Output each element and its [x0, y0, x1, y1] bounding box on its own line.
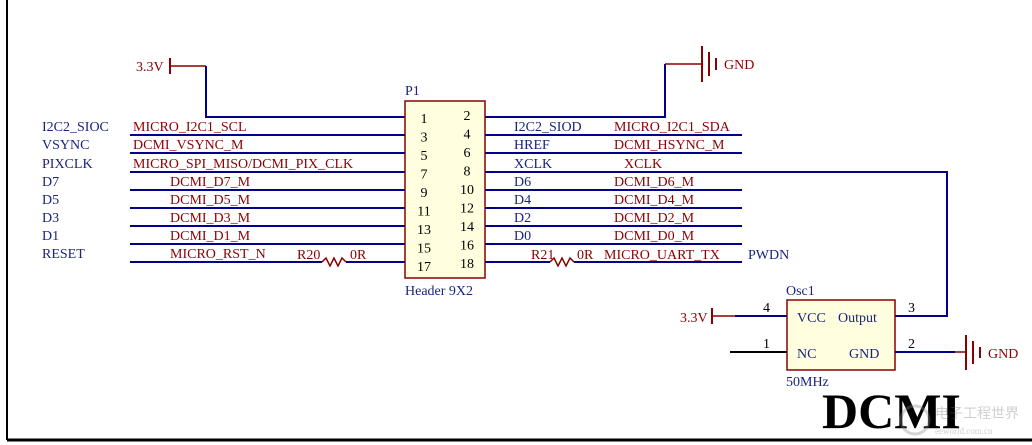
header-pin-number: 18 [460, 257, 474, 272]
osc-pin-num-nc: 1 [763, 337, 770, 352]
right-port-label: I2C2_SIOD [514, 120, 582, 135]
header-pin-number: 11 [417, 205, 430, 220]
header-pin-number: 7 [421, 168, 428, 183]
left-net-label: MICRO_RST_N [170, 247, 266, 262]
power-3v3-label-osc: 3.3V [680, 311, 708, 326]
right-net-label: DCMI_D2_M [614, 211, 695, 226]
header-pin-number: 14 [460, 220, 474, 235]
osc-pin-output-label: Output [838, 311, 877, 326]
sheet-title: DCMI [822, 383, 961, 439]
watermark-logo: 电子工程世界 eeworld.com.cn [899, 404, 1019, 436]
resistor-r21-designator: R21 [531, 248, 554, 263]
power-3v3-top: 3.3V [136, 58, 405, 118]
resistor-r20-value: 0R [350, 248, 367, 263]
header-pin-number: 8 [464, 165, 471, 180]
header-pin-number: 10 [460, 183, 474, 198]
right-net-label: DCMI_HSYNC_M [614, 138, 725, 153]
header-pin-number: 3 [421, 131, 428, 146]
header-pin-number: 4 [464, 128, 471, 143]
pwdn-port-label: PWDN [748, 248, 789, 263]
osc-pin-vcc-label: VCC [797, 311, 826, 326]
right-net-label: XCLK [624, 157, 662, 172]
left-net-label: DCMI_D7_M [170, 175, 251, 190]
osc-pin-num-output: 3 [908, 301, 915, 316]
header-pin-number: 12 [460, 202, 474, 217]
power-3v3-osc: 3.3V [680, 308, 735, 326]
left-port-label: I2C2_SIOC [42, 120, 109, 135]
right-net-labels: MICRO_I2C1_SDA DCMI_HSYNC_M XCLK DCMI_D6_M D… [604, 120, 731, 263]
header-pin-number: 15 [417, 242, 431, 257]
right-port-label: D0 [514, 229, 531, 244]
left-net-label: DCMI_D1_M [170, 229, 251, 244]
power-3v3-label-top: 3.3V [136, 60, 164, 75]
header-pin-number: 9 [421, 186, 428, 201]
right-net-label: DCMI_D6_M [614, 175, 695, 190]
osc-designator: Osc1 [786, 284, 815, 299]
header-designator: P1 [405, 84, 420, 99]
right-net-label: DCMI_D4_M [614, 193, 695, 208]
right-port-label: XCLK [514, 157, 552, 172]
header-pin-number: 17 [417, 260, 431, 275]
left-net-wires [130, 134, 405, 263]
left-net-label: MICRO_SPI_MISO/DCMI_PIX_CLK [133, 157, 353, 172]
left-port-label: D1 [42, 229, 59, 244]
right-port-label: D2 [514, 211, 531, 226]
left-net-label: DCMI_D3_M [170, 211, 251, 226]
right-net-label: DCMI_D0_M [614, 229, 695, 244]
watermark-text: 电子工程世界 [935, 406, 1019, 422]
left-net-label: DCMI_D5_M [170, 193, 251, 208]
osc-value: 50MHz [786, 375, 829, 390]
right-port-label: HREF [514, 138, 550, 153]
ground-label-osc: GND [988, 347, 1018, 362]
resistor-r21: R21 0R [531, 248, 594, 268]
osc-pin-num-gnd: 2 [908, 337, 915, 352]
right-net-label: MICRO_I2C1_SDA [614, 120, 731, 135]
resistor-r21-value: 0R [577, 248, 594, 263]
ground-label-top: GND [724, 58, 754, 73]
left-port-label: RESET [42, 247, 85, 262]
header-pin-number: 2 [464, 109, 471, 124]
right-port-label: D6 [514, 175, 531, 190]
watermark-url: eeworld.com.cn [935, 426, 993, 436]
left-net-label: MICRO_I2C1_SCL [133, 120, 247, 135]
oscillator-osc1: Osc1 VCC Output NC GND 50MHz 4 1 3 2 [730, 284, 955, 390]
header-pin-number: 1 [421, 112, 428, 127]
header-pin-number: 5 [421, 149, 428, 164]
left-port-label: D7 [42, 175, 59, 190]
resistor-r20-designator: R20 [297, 248, 320, 263]
resistor-r20: R20 0R [297, 248, 367, 268]
osc-pin-nc-label: NC [797, 347, 816, 362]
header-pin-number: 6 [464, 146, 471, 161]
ground-top: GND [485, 46, 754, 118]
xclk-to-osc-wire [485, 171, 948, 317]
header-pin-number: 16 [460, 239, 474, 254]
left-port-label: D5 [42, 193, 59, 208]
left-net-labels: MICRO_I2C1_SCL DCMI_VSYNC_M MICRO_SPI_MISO… [133, 120, 353, 262]
right-net-wires [485, 134, 742, 263]
right-net-label: MICRO_UART_TX [604, 248, 720, 263]
osc-pin-gnd-label: GND [849, 347, 879, 362]
left-port-label: D3 [42, 211, 59, 226]
ground-osc: GND [955, 335, 1018, 370]
header-footprint: Header 9X2 [405, 284, 473, 299]
right-port-label: D4 [514, 193, 531, 208]
header-right-pin-numbers: 2 4 6 8 10 12 14 16 18 [460, 109, 474, 272]
left-port-label: VSYNC [42, 138, 89, 153]
osc-body [786, 299, 896, 371]
left-net-label: DCMI_VSYNC_M [133, 138, 244, 153]
osc-pin-num-vcc: 4 [763, 301, 770, 316]
left-port-label: PIXCLK [42, 157, 93, 172]
header-pin-number: 13 [417, 223, 431, 238]
